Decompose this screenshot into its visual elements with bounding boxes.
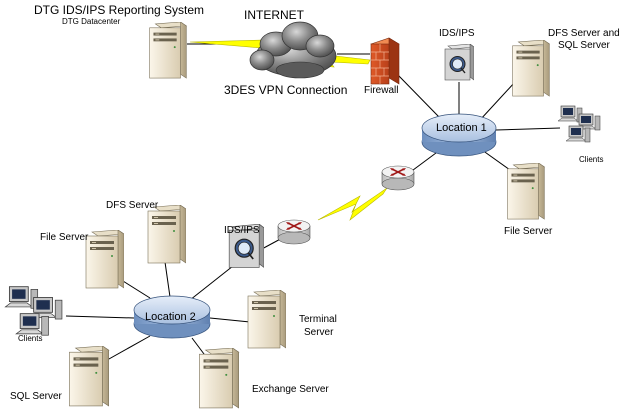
link-l2-clients [65, 315, 135, 319]
l2-clients-label: Clients [18, 334, 43, 343]
location2-hub-icon [133, 295, 211, 339]
l1-dfs-label-line2: SQL Server [558, 40, 610, 51]
l2-ids-ips-label: IDS/IPS [224, 225, 260, 236]
firewall-label: Firewall [364, 85, 399, 96]
l1-file-server-icon [507, 163, 545, 220]
l2-exchange-server-icon [198, 348, 240, 409]
l2-clients-icon [4, 286, 63, 336]
internet-label: INTERNET [244, 8, 304, 22]
l2-file-server-label: File Server [40, 232, 89, 243]
l1-dfs-label-line1: DFS Server and [548, 28, 620, 39]
link-l2-terminal [209, 317, 251, 323]
l2-exchange-server-label: Exchange Server [252, 384, 329, 395]
reporting-system-subtitle: DTG Datacenter [62, 17, 121, 26]
l1-file-server-label: File Server [504, 226, 553, 237]
l1-clients-label: Clients [579, 155, 604, 164]
link-l1-fileserver [481, 149, 511, 171]
location2-label: Location 2 [145, 311, 196, 323]
location1-hub-icon [421, 113, 497, 157]
vpn-bolt-wan [317, 187, 388, 221]
link-l2-ids [189, 265, 234, 301]
l1-clients-icon [557, 105, 601, 143]
reporting-system-title: DTG IDS/IPS Reporting System [34, 3, 205, 17]
location1-label: Location 1 [436, 122, 487, 134]
internet-cloud-icon [249, 21, 337, 79]
l1-router-icon [381, 165, 415, 191]
vpn-connection-label: 3DES VPN Connection [224, 83, 348, 97]
l1-ids-ips-label: IDS/IPS [439, 28, 475, 39]
l2-sql-server-label: SQL Server [10, 391, 62, 402]
l2-terminal-server-icon [247, 290, 286, 349]
link-l2-dfs [164, 261, 171, 298]
l1-ids-ips-icon [444, 44, 474, 81]
l1-dfs-sql-server-icon [512, 40, 550, 97]
firewall-icon [370, 37, 400, 85]
reporting-server-icon [149, 22, 187, 79]
l2-dfs-server-icon [147, 205, 186, 264]
l2-dfs-server-label: DFS Server [106, 200, 159, 211]
link-l1-dfs [479, 81, 516, 121]
l2-terminal-label-line2: Server [304, 327, 334, 338]
l2-terminal-label-line1: Terminal [299, 314, 337, 325]
l2-file-server-icon [85, 230, 124, 289]
link-l1-firewall [396, 73, 441, 119]
link-l1-clients [495, 127, 561, 131]
l2-router-icon [277, 219, 311, 245]
l2-sql-server-icon [68, 346, 110, 407]
